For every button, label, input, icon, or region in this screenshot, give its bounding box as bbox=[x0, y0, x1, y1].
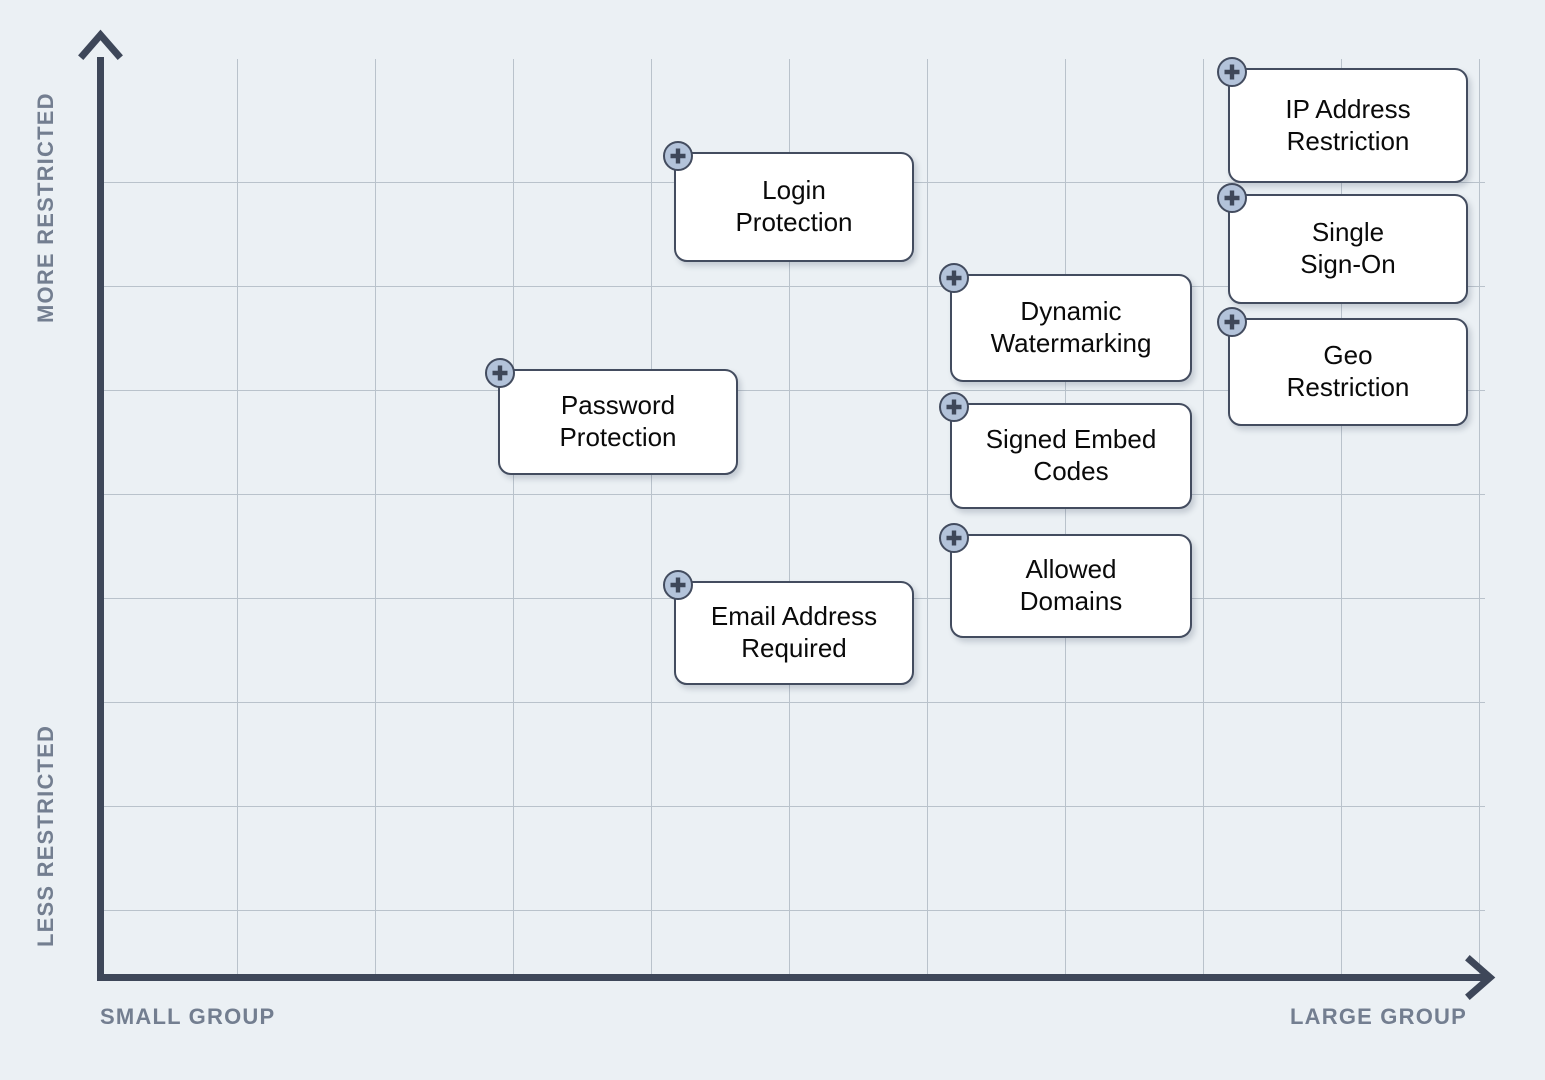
plus-icon-login-protection[interactable] bbox=[663, 141, 693, 171]
gridline-vertical-9 bbox=[1479, 59, 1480, 979]
plus-icon-signed-embed-codes[interactable] bbox=[939, 392, 969, 422]
node-card-dynamic-watermarking[interactable]: Dynamic Watermarking bbox=[950, 274, 1192, 382]
plus-icon-dynamic-watermarking[interactable] bbox=[939, 263, 969, 293]
plus-icon-password-protection[interactable] bbox=[485, 358, 515, 388]
node-card-login-protection[interactable]: Login Protection bbox=[674, 152, 914, 262]
y-axis-line bbox=[97, 57, 104, 981]
gridline-vertical-0 bbox=[237, 59, 238, 979]
gridline-horizontal-6 bbox=[100, 806, 1485, 807]
y-axis-arrow-icon bbox=[78, 28, 123, 73]
gridline-vertical-2 bbox=[513, 59, 514, 979]
node-card-single-sign-on[interactable]: Single Sign-On bbox=[1228, 194, 1468, 304]
node-card-ip-address-restriction[interactable]: IP Address Restriction bbox=[1228, 68, 1468, 183]
plus-icon-geo-restriction[interactable] bbox=[1217, 307, 1247, 337]
node-card-email-address-required[interactable]: Email Address Required bbox=[674, 581, 914, 685]
plus-icon-single-sign-on[interactable] bbox=[1217, 183, 1247, 213]
gridline-vertical-5 bbox=[927, 59, 928, 979]
gridline-vertical-6 bbox=[1065, 59, 1066, 979]
plus-icon-email-address-required[interactable] bbox=[663, 570, 693, 600]
x-axis-label-small-group: SMALL GROUP bbox=[100, 1004, 276, 1029]
gridline-vertical-1 bbox=[375, 59, 376, 979]
x-axis-arrow-icon bbox=[1452, 955, 1497, 1000]
gridline-vertical-7 bbox=[1203, 59, 1204, 979]
node-card-signed-embed-codes[interactable]: Signed Embed Codes bbox=[950, 403, 1192, 509]
y-axis-label-more-restricted: MORE RESTRICTED bbox=[33, 92, 58, 323]
plus-icon-allowed-domains[interactable] bbox=[939, 523, 969, 553]
gridline-horizontal-3 bbox=[100, 494, 1485, 495]
plus-icon-ip-address-restriction[interactable] bbox=[1217, 57, 1247, 87]
x-axis-line bbox=[97, 974, 1487, 981]
gridline-horizontal-5 bbox=[100, 702, 1485, 703]
node-card-allowed-domains[interactable]: Allowed Domains bbox=[950, 534, 1192, 638]
node-card-password-protection[interactable]: Password Protection bbox=[498, 369, 738, 475]
gridline-horizontal-7 bbox=[100, 910, 1485, 911]
x-axis-label-large-group: LARGE GROUP bbox=[1290, 1004, 1467, 1029]
y-axis-label-less-restricted: LESS RESTRICTED bbox=[33, 724, 58, 947]
gridline-vertical-3 bbox=[651, 59, 652, 979]
node-card-geo-restriction[interactable]: Geo Restriction bbox=[1228, 318, 1468, 426]
